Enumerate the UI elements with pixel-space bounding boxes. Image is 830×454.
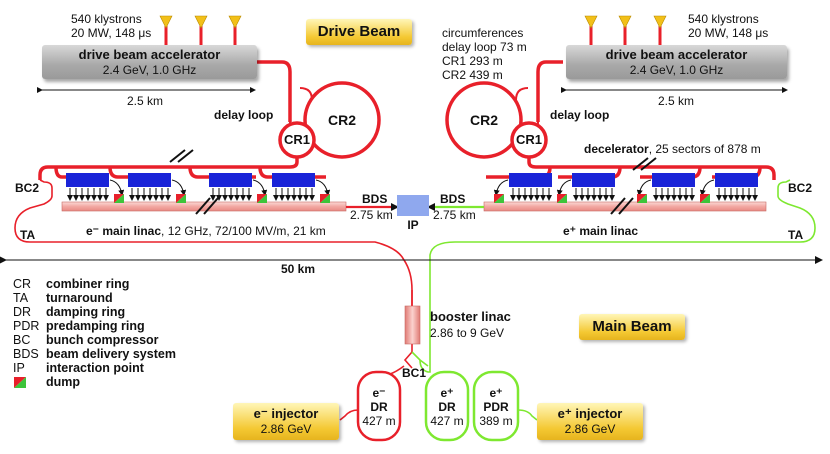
electron-injector-name: e⁻ injector	[253, 406, 319, 421]
klystron-icon-group-left	[159, 15, 242, 45]
e-plus-dr-length: 427 m	[430, 414, 464, 428]
electron-linac-name: e⁻ main linac	[86, 224, 162, 238]
drive-beam-title: Drive Beam	[317, 23, 401, 40]
booster-linac-spec: 2.86 to 9 GeV	[430, 326, 505, 340]
e-plus-pdr-length: 389 m	[479, 414, 513, 428]
e-minus-dr-particle: e⁻	[372, 386, 386, 400]
accelerator-spec-left: 2.4 GeV, 1.0 GHz	[102, 63, 197, 77]
main-beam-title-box: Main Beam	[579, 314, 685, 340]
booster-linac	[404, 305, 421, 345]
positron-injector-name: e⁺ injector	[557, 406, 623, 421]
drive-beam-accelerator-left: drive beam accelerator 2.4 GeV, 1.0 GHz	[42, 45, 257, 79]
ip-label: IP	[407, 218, 419, 232]
dump-marker	[557, 194, 567, 203]
bc2-label-right: BC2	[788, 181, 813, 195]
decelerator-label: decelerator, 25 sectors of 878 m	[584, 142, 761, 156]
circumference-delay: delay loop 73 m	[442, 40, 527, 54]
klystrons-right: 540 klystrons	[688, 12, 759, 26]
booster-linac-label: booster linac	[430, 309, 511, 324]
positron-injector-energy: 2.86 GeV	[564, 422, 616, 436]
ip-box	[397, 195, 429, 216]
dump-marker	[637, 194, 647, 203]
delay-loop-label-right: delay loop	[550, 108, 610, 122]
cr2-ring-left	[303, 81, 381, 159]
cr2-ring-right	[445, 81, 523, 159]
dump-marker	[176, 194, 186, 203]
accel-length-left: 2.5 km	[126, 94, 163, 108]
e-plus-pdr-label: PDR	[483, 400, 509, 414]
positron-linac-label: e⁺ main linac	[563, 224, 639, 238]
electron-injector: e⁻ injector 2.86 GeV	[233, 403, 339, 440]
decelerator-spec: , 25 sectors of 878 m	[648, 142, 761, 156]
positron-damping-ring	[424, 370, 470, 442]
bds-length-right: 2.75 km	[433, 208, 476, 222]
positron-injector: e⁺ injector 2.86 GeV	[537, 403, 643, 440]
dump-markers	[114, 194, 710, 203]
main-beam-title: Main Beam	[592, 318, 672, 335]
klystron-power-left: 20 MW, 148 μs	[71, 26, 152, 40]
total-length-label: 50 km	[280, 262, 316, 276]
positron-predamping-ring	[472, 370, 520, 442]
cr1-label-right: CR1	[515, 132, 542, 147]
delay-loop-label-left: delay loop	[214, 108, 274, 122]
electron-damping-ring	[356, 370, 402, 442]
decelerator-modules-left	[66, 173, 315, 187]
dump-marker	[494, 194, 504, 203]
positron-beam-path	[419, 179, 816, 373]
accel-length-right: 2.5 km	[657, 94, 694, 108]
drive-beam-distribution-left	[38, 157, 326, 180]
dump-icon	[14, 377, 26, 388]
bds-length-left: 2.75 km	[350, 208, 393, 222]
accelerator-name-right: drive beam accelerator	[605, 47, 748, 62]
ta-label-left: TA	[20, 228, 36, 242]
power-transfer-arrows	[67, 188, 758, 201]
e-plus-pdr-particle: e⁺	[489, 386, 503, 400]
ta-label-right: TA	[788, 228, 804, 242]
e-plus-dr-label: DR	[438, 400, 456, 414]
decelerator-name: decelerator	[584, 142, 649, 156]
drive-beam-accelerator-right: drive beam accelerator 2.4 GeV, 1.0 GHz	[566, 45, 787, 79]
accelerator-name-left: drive beam accelerator	[78, 47, 221, 62]
bc1-label: BC1	[402, 366, 427, 380]
bds-label-right: BDS	[440, 192, 466, 206]
dump-marker	[257, 194, 267, 203]
klystron-power-right: 20 MW, 148 μs	[688, 26, 769, 40]
klystrons-left: 540 klystrons	[71, 12, 142, 26]
klystron-icon-group-right	[584, 15, 667, 45]
circumferences-heading: circumferences	[442, 26, 524, 40]
electron-linac-spec: , 12 GHz, 72/100 MV/m, 21 km	[161, 224, 326, 238]
e-minus-dr-label: DR	[370, 400, 388, 414]
circumference-cr2: CR2 439 m	[442, 68, 503, 82]
dump-marker	[700, 194, 710, 203]
dump-marker	[320, 194, 330, 203]
dump-marker	[114, 194, 124, 203]
cr2-label-left: CR2	[327, 112, 356, 128]
e-minus-dr-length: 427 m	[362, 414, 396, 428]
legend-item: dump	[46, 375, 81, 389]
e-plus-dr-particle: e⁺	[440, 386, 454, 400]
electron-injector-energy: 2.86 GeV	[260, 422, 312, 436]
cr2-label-right: CR2	[469, 112, 498, 128]
bc2-label-left: BC2	[15, 181, 40, 195]
electron-linac-label: e⁻ main linac, 12 GHz, 72/100 MV/m, 21 k…	[86, 224, 326, 238]
accelerator-spec-right: 2.4 GeV, 1.0 GHz	[629, 63, 724, 77]
decelerator-modules-right	[509, 173, 758, 187]
circumference-cr1: CR1 293 m	[442, 54, 503, 68]
cr1-label-left: CR1	[283, 132, 310, 147]
bds-label-left: BDS	[362, 192, 388, 206]
drive-beam-title-box: Drive Beam	[306, 19, 412, 45]
